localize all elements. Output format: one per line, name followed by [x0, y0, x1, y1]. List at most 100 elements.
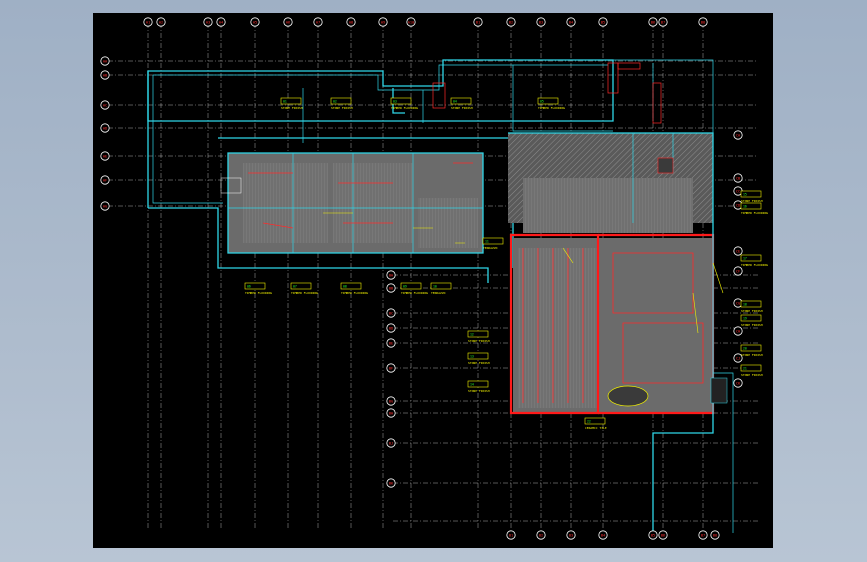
room-tag-text: STONE FINISH	[741, 323, 763, 327]
room-tag-id: 01	[283, 100, 287, 104]
grid-bubble-left-lower-label: BC	[389, 311, 393, 315]
grid-bubble-left-label: AF	[103, 178, 107, 182]
room-tag-text: CERAMIC TILE	[585, 426, 607, 430]
grid-bubble-right: CF	[733, 266, 743, 276]
room-tag-id: 21	[743, 367, 747, 371]
grid-bubble-top: B2	[506, 17, 516, 27]
grid-bubble-top: B7	[658, 17, 668, 27]
grid-bubble-top: B5	[598, 17, 608, 27]
grid-bubble-left-lower: BC	[386, 308, 396, 318]
grid-bubble-top-label: A9	[381, 20, 385, 24]
grid-bubble-left-lower: BE	[386, 338, 396, 348]
grid-bubble-right-label: CC	[736, 189, 740, 193]
room-tag-id: 15	[743, 193, 747, 197]
room-tag-text: STONE FINISH	[741, 199, 763, 203]
grid-bubble-bottom-label: B5	[651, 533, 655, 537]
grid-bubble-top: B6	[648, 17, 658, 27]
hatched-zone	[508, 132, 714, 233]
grid-bubble-top-label: A7	[316, 20, 320, 24]
room-tag-text: STONE FINISH	[468, 339, 490, 343]
grid-bubble-top-label: A4	[219, 20, 223, 24]
room-tag-text: TERRAZZO	[483, 246, 498, 250]
room-tag-id: 03	[393, 100, 397, 104]
grid-bubble-top-label: A3	[206, 20, 210, 24]
room-tag-text: STONE FINISH	[331, 106, 353, 110]
grid-bubble-bottom: B2	[536, 530, 546, 540]
grid-bubble-bottom: B6	[658, 530, 668, 540]
lower-block-red	[509, 223, 734, 533]
grid-bubble-top: B8	[698, 17, 708, 27]
grid-bubble-right-label: CJ	[736, 356, 740, 360]
yellow-accents	[323, 212, 724, 334]
grid-bubble-left-lower-label: BE	[389, 341, 393, 345]
grid-bubble-bottom: B1	[506, 530, 516, 540]
grid-bubble-bottom: B3	[566, 530, 576, 540]
grid-bubble-top-label: B3	[539, 20, 543, 24]
grid-bubble-right-label: CE	[736, 249, 740, 253]
grid-bubble-left-lower-label: BA	[389, 273, 394, 277]
grid-bubble-top: A6	[283, 17, 293, 27]
room-tag-id: 22	[587, 420, 591, 424]
room-tag-id: 08	[343, 285, 347, 289]
grid-bubble-left: AC	[100, 100, 110, 110]
grid-bubble-bottom-label: B6	[661, 533, 665, 537]
grid-bubble-bottom-label: B1	[509, 533, 513, 537]
grid-bubble-bottom: B4	[598, 530, 608, 540]
grid-bubble-right-label: CG	[736, 301, 740, 305]
red-accents	[220, 62, 662, 229]
room-tag-id: 06	[247, 285, 251, 289]
grid-bubble-left: AA	[100, 56, 110, 66]
grid-bubble-left-label: AG	[103, 204, 107, 208]
room-tag-id: 20	[743, 347, 747, 351]
grid-bubble-bottom: B8	[710, 530, 720, 540]
grid-bubble-left-lower-label: BJ	[389, 441, 393, 445]
grid-bubble-left-label: AB	[103, 73, 107, 77]
grid-bubble-right: CH	[733, 326, 743, 336]
grid-bubble-left: AG	[100, 201, 110, 211]
grid-bubble-left-label: AD	[103, 126, 107, 130]
grid-bubble-left: AD	[100, 123, 110, 133]
grid-bubble-top-label: A1	[146, 20, 150, 24]
upper-wing-outline	[147, 59, 714, 283]
room-tag-id: 07	[293, 285, 297, 289]
grid-bubble-top: A1	[143, 17, 153, 27]
grid-bubble-left-lower: BJ	[386, 438, 396, 448]
grid-bubble-top-label: B1	[476, 20, 480, 24]
room-tag-id: 10	[433, 285, 437, 289]
grid-bubble-right: CJ	[733, 353, 743, 363]
grid-bubble-left-lower: BH	[386, 408, 396, 418]
room-tag-id: 16	[743, 205, 747, 209]
grid-bubble-top: B4	[566, 17, 576, 27]
grid-bubble-top: A2	[156, 17, 166, 27]
grid-bubble-bottom: B5	[648, 530, 658, 540]
room-tag-id: 14	[470, 383, 474, 387]
grid-bubble-top-label: A2	[159, 20, 163, 24]
room-tag-id: 18	[743, 303, 747, 307]
room-tag-text: TIMBER FLOORING	[538, 106, 565, 110]
grid-bubble-left-lower: BB	[386, 283, 396, 293]
grid-bubble-left: AE	[100, 151, 110, 161]
room-tag-text: TIMBER FLOORING	[291, 291, 318, 295]
grid-bubble-left-lower-label: BF	[389, 366, 393, 370]
grid-bubble-right: CB	[733, 173, 743, 183]
grid-bubble-top: A7	[313, 17, 323, 27]
grid-bubble-top-label: B4	[569, 20, 573, 24]
grid-bubble-left-label: AE	[103, 154, 107, 158]
grid-bubble-left-lower-label: BG	[389, 399, 393, 403]
room-tag-id: 09	[403, 285, 407, 289]
